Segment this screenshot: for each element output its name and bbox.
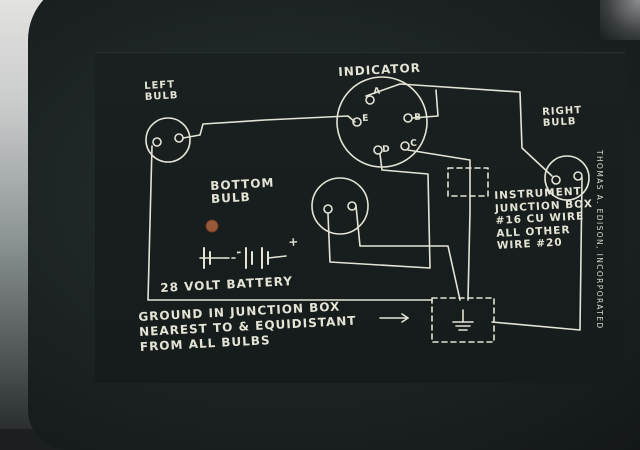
left-bulb-terminal-2 [174, 133, 184, 143]
right-bulb-socket [544, 155, 590, 201]
pin-b-label: B [413, 112, 423, 123]
wiring-diagram [145, 76, 590, 343]
wire-indicator-to-right [365, 83, 553, 177]
indicator-pin-d [373, 145, 383, 155]
wire-bottom-to-ground [355, 205, 461, 301]
indicator-pin-e [352, 117, 362, 127]
pin-d-label: D [381, 144, 391, 155]
battery-lead-right [267, 255, 287, 259]
maker-text: THOMAS A. EDISON, INCORPORATED [595, 150, 604, 330]
pin-e-label: E [361, 113, 370, 124]
left-bulb-terminal-1 [152, 137, 162, 147]
instrument-junction-box [447, 167, 489, 197]
bottom-bulb-socket [311, 177, 369, 235]
pin-c-label: C [409, 138, 419, 149]
bottom-bulb-terminal-2 [347, 201, 357, 211]
bottom-bulb-terminal-1 [323, 204, 333, 214]
bottom-bulb-label: BOTTOM BULB [209, 175, 275, 206]
indicator-pin-a [365, 95, 375, 105]
wire-indicator-c [407, 149, 471, 301]
wire-left-to-indicator [182, 115, 356, 139]
wire-right-to-ground [491, 177, 583, 331]
indicator-pin-c [400, 141, 410, 151]
pin-a-label: A [372, 86, 382, 97]
wire-left-to-ground [147, 145, 433, 301]
rivet [205, 219, 219, 233]
left-bulb-label: LEFT BULB [143, 79, 179, 103]
right-bulb-terminal-2 [573, 171, 583, 181]
battery-minus-sign: - [235, 244, 243, 259]
ground-junction-box [431, 297, 495, 343]
battery-plus-sign: + [287, 234, 300, 249]
wire-indicator-b [411, 89, 439, 119]
indicator-pin-b [403, 113, 413, 123]
junction-note: INSTRUMENT JUNCTION BOX #16 CU WIRE ALL … [494, 185, 594, 253]
right-bulb-terminal-1 [551, 175, 561, 185]
wiring-diagram-plate [95, 52, 625, 383]
left-bulb-socket [145, 117, 191, 163]
background-corner [600, 0, 640, 40]
wire-indicator-d [327, 153, 431, 269]
right-bulb-label: RIGHT BULB [541, 104, 583, 129]
